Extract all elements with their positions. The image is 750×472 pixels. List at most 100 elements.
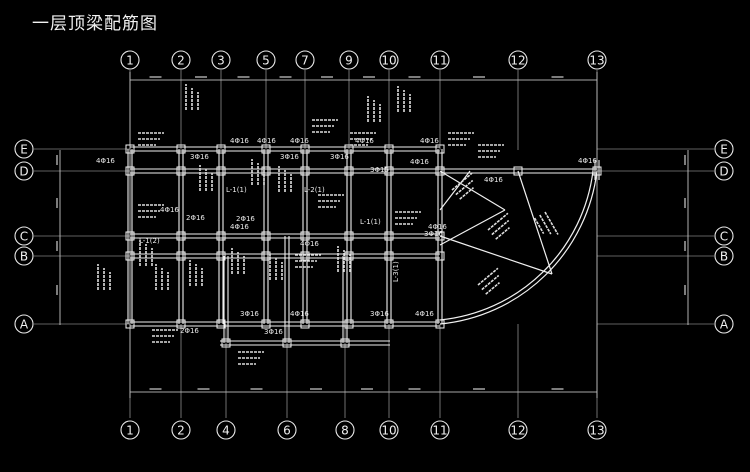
- column: [300, 231, 310, 241]
- annotation-stroke: [485, 282, 501, 295]
- axis-bubble-bottom-13: 13: [587, 420, 607, 440]
- column: [513, 166, 523, 176]
- axis-bubble-circle: [430, 420, 450, 440]
- axis-bubble-label: 7: [301, 54, 309, 68]
- annotation-block: [397, 86, 411, 112]
- column: [176, 251, 186, 261]
- column: [340, 338, 350, 348]
- axis-bubble-circle: [379, 50, 399, 70]
- column: [282, 338, 292, 348]
- annotation-block: [251, 159, 265, 185]
- axis-bubble-label: A: [20, 318, 29, 332]
- column: [125, 251, 135, 261]
- axis-bubble-circle: [587, 420, 607, 440]
- axis-bubble-left-A: A: [14, 314, 34, 334]
- annotation-stroke: [481, 274, 500, 291]
- rebar-label: 4Φ16: [290, 137, 309, 145]
- axis-bubble-label: E: [720, 143, 728, 157]
- axis-bubble-circle: [120, 420, 140, 440]
- rebar-label: 4Φ16: [300, 240, 319, 248]
- column: [261, 251, 271, 261]
- rebar-label: 3Φ16: [370, 166, 389, 174]
- axis-bubble-circle: [171, 50, 191, 70]
- column: [125, 144, 135, 154]
- axis-bubble-bottom-10: 10: [379, 420, 399, 440]
- axis-bubble-circle: [171, 420, 191, 440]
- axis-bubble-label: 13: [589, 424, 604, 438]
- axis-bubble-right-E: E: [714, 139, 734, 159]
- annotation-block: [448, 132, 474, 146]
- axis-bubble-circle: [277, 420, 297, 440]
- beam-lines: [127, 146, 600, 346]
- rebar-label: 2Φ16: [186, 214, 205, 222]
- column: [176, 319, 186, 329]
- column: [344, 251, 354, 261]
- axis-bubble-label: C: [720, 230, 728, 244]
- axis-bubble-circle: [508, 420, 528, 440]
- axis-bubble-top-5: 5: [256, 50, 276, 70]
- axis-bubble-bottom-1: 1: [120, 420, 140, 440]
- rebar-label: 4Φ16: [290, 310, 309, 318]
- rebar-label: L-2(1): [304, 186, 325, 194]
- radial-beam: [439, 170, 506, 211]
- axis-bubble-circle: [120, 50, 140, 70]
- column: [344, 144, 354, 154]
- axis-bubble-circle: [14, 161, 34, 181]
- axis-bubble-top-13: 13: [587, 50, 607, 70]
- annotation-block: [278, 166, 292, 192]
- axis-bubble-right-D: D: [714, 161, 734, 181]
- axis-bubble-circle: [714, 161, 734, 181]
- axis-bubble-circle: [714, 139, 734, 159]
- column: [344, 231, 354, 241]
- axis-bubble-label: 5: [262, 54, 270, 68]
- annotation-block: [152, 329, 178, 343]
- annotation-block: [312, 119, 338, 133]
- axis-bubble-label: 1: [126, 424, 134, 438]
- annotation-stroke: [544, 211, 559, 235]
- axis-bubble-bottom-8: 8: [335, 420, 355, 440]
- axis-bubble-label: B: [720, 250, 728, 264]
- rebar-label: 3Φ16: [264, 328, 283, 336]
- dimension-text: [56, 76, 686, 390]
- axis-bubble-circle: [714, 314, 734, 334]
- axis-bubble-circle: [335, 420, 355, 440]
- annotation-block: [138, 132, 164, 146]
- annotation-block: [199, 165, 213, 191]
- rebar-label: 3Φ16: [190, 153, 209, 161]
- column: [344, 166, 354, 176]
- curved-beam-inner: [439, 170, 594, 321]
- rebar-label: 4Φ16: [578, 157, 597, 165]
- axis-bubble-circle: [211, 50, 231, 70]
- axis-bubble-circle: [430, 50, 450, 70]
- rebar-label: 4Φ16: [420, 137, 439, 145]
- column: [384, 231, 394, 241]
- curved-wall: [439, 170, 598, 325]
- annotation-block: [478, 144, 504, 158]
- axis-bubble-label: 12: [510, 54, 525, 68]
- rebar-label: L-3(1): [392, 261, 400, 282]
- axis-bubble-label: 6: [283, 424, 291, 438]
- radial-beam: [439, 170, 471, 211]
- rebar-label: 4Φ16: [415, 310, 434, 318]
- curved-beam: [439, 170, 598, 325]
- axis-bubble-label: 1: [126, 54, 134, 68]
- axis-bubble-label: 10: [381, 424, 396, 438]
- axis-bubble-circle: [14, 246, 34, 266]
- column: [435, 166, 445, 176]
- column: [344, 319, 354, 329]
- annotation-block: [189, 260, 203, 286]
- axis-bubble-top-3: 3: [211, 50, 231, 70]
- axis-bubble-label: 11: [432, 424, 447, 438]
- annotation-stroke: [455, 179, 474, 196]
- column: [435, 144, 445, 154]
- axis-bubble-circle: [256, 50, 276, 70]
- column: [261, 231, 271, 241]
- axis-bubble-left-B: B: [14, 246, 34, 266]
- annotation-stroke: [477, 267, 499, 286]
- column: [261, 319, 271, 329]
- axis-bubble-left-C: C: [14, 226, 34, 246]
- axis-bubble-label: 10: [381, 54, 396, 68]
- rebar-label: 4Φ16: [96, 157, 115, 165]
